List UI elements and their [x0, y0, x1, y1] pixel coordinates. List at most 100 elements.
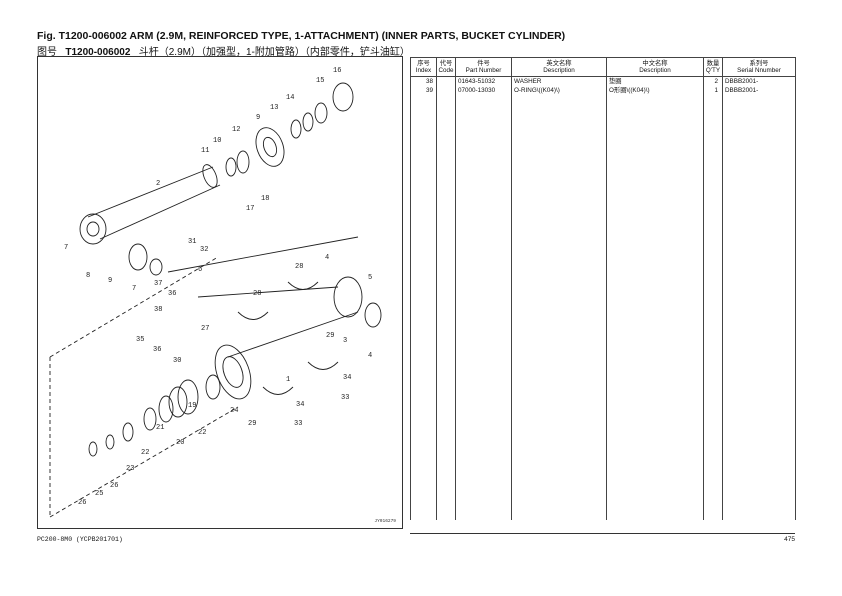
ring-7 [149, 258, 163, 276]
ring-22 [143, 407, 157, 431]
cell-qty: 2 [703, 76, 723, 86]
callout-36: 36 [168, 290, 176, 298]
rod-eye [79, 213, 107, 245]
callout-4: 4 [325, 254, 329, 262]
ring-14 [302, 112, 314, 132]
leader-line [49, 406, 239, 518]
callout-6: 6 [198, 266, 202, 274]
cell-qty: 1 [703, 86, 723, 95]
drawing-code: JY016279 [374, 519, 396, 524]
callout-17: 17 [246, 205, 254, 213]
callout-35: 35 [136, 336, 144, 344]
callout-18: 18 [261, 195, 269, 203]
parts-diagram: 16 15 14 13 9 12 10 11 2 18 17 7 8 9 31 … [37, 56, 403, 529]
cell-serial: DBBB2001- [722, 86, 796, 95]
callout-9: 9 [256, 114, 260, 122]
cylinder-head-bore [262, 136, 278, 158]
callout-25: 25 [95, 490, 103, 498]
callout-14: 14 [286, 94, 294, 102]
callout-7b: 7 [132, 285, 136, 293]
cylinder-eye [333, 276, 363, 318]
callout-15: 15 [316, 77, 324, 85]
cylinder-body-edge [227, 311, 359, 358]
callout-22b: 22 [141, 449, 149, 457]
arm-tube-edge [99, 184, 221, 240]
callout-34: 34 [343, 374, 351, 382]
cell-part-number: 07000-13030 [455, 86, 512, 95]
bushing-9 [128, 243, 148, 271]
figure-description-cn: 斗杆（2.9M）（加强型，1-附加管路）（内部零件，铲斗油缸） [138, 47, 410, 58]
callout-33: 33 [341, 394, 349, 402]
page-number: 475 [784, 536, 795, 543]
callout-28b: 28 [253, 290, 261, 298]
figure-code: T1200-006002 [65, 47, 131, 58]
page-title-en: Fig. T1200-006002 ARM (2.9M, REINFORCED … [37, 30, 566, 42]
cell-code [436, 76, 456, 86]
cell-code [436, 86, 456, 95]
leader-line [49, 256, 219, 358]
cell-description-cn: 垫圈 [606, 76, 704, 86]
callout-22: 22 [198, 429, 206, 437]
clamp-28 [287, 281, 319, 290]
pipe-27 [167, 236, 359, 273]
callout-13: 13 [270, 104, 278, 112]
ring-22b [205, 374, 221, 400]
cell-index: 39 [410, 86, 437, 95]
arm-tube-edge [87, 166, 214, 218]
table-row: 38 01643-51032 WASHER 垫圈 2 DBBB2001- [410, 76, 796, 86]
callout-20: 20 [176, 439, 184, 447]
callout-3: 3 [343, 337, 347, 345]
ring-26 [88, 441, 98, 457]
ring-12 [236, 150, 250, 174]
footer-rule [410, 533, 795, 534]
page-title-cn: 图号 T1200-006002 斗杆（2.9M）（加强型，1-附加管路）（内部零… [37, 43, 410, 58]
cell-description-en: O-RING\((K04)\) [511, 86, 607, 95]
clamp-28b [237, 311, 269, 320]
figure-label-cn: 图号 [37, 47, 57, 58]
callout-5: 5 [368, 274, 372, 282]
cell-part-number: 01643-51032 [455, 76, 512, 86]
table-row: 39 07000-13030 O-RING\((K04)\) O形圈\((K04… [410, 86, 796, 95]
callout-24: 24 [230, 407, 238, 415]
clamp-29 [307, 361, 339, 370]
cell-index: 38 [410, 76, 437, 86]
callout-33b: 33 [294, 420, 302, 428]
cell-description-cn: O形圈\((K04)\) [606, 86, 704, 95]
callout-32: 32 [200, 246, 208, 254]
callout-36b: 36 [153, 346, 161, 354]
ring-25 [105, 434, 115, 450]
cylinder-body-edge [197, 286, 339, 298]
callout-7: 7 [64, 244, 68, 252]
callout-34b: 34 [296, 401, 304, 409]
callout-11: 11 [201, 147, 209, 155]
rod-eye-bore [86, 221, 100, 237]
callout-37: 37 [154, 280, 162, 288]
callout-21: 21 [156, 424, 164, 432]
callout-29b: 29 [248, 420, 256, 428]
callout-16: 16 [333, 67, 341, 75]
callout-38: 38 [154, 306, 162, 314]
callout-12: 12 [232, 126, 240, 134]
callout-23: 23 [126, 465, 134, 473]
ring-13 [290, 119, 302, 139]
callout-26b: 26 [78, 499, 86, 507]
exploded-view-drawing: 16 15 14 13 9 12 10 11 2 18 17 7 8 9 31 … [49, 67, 382, 518]
callout-19: 19 [188, 402, 196, 410]
cell-description-en: WASHER [511, 76, 607, 86]
cell-serial: DBBB2001- [722, 76, 796, 86]
ring-16 [332, 82, 354, 112]
model-label: PC200-8M0 (YCPB201701) [37, 536, 123, 543]
cylinder-bottom-bore [222, 356, 244, 388]
ring-23 [122, 422, 134, 442]
clamp-29b [262, 386, 294, 395]
piston-20 [177, 379, 199, 415]
callout-9b: 9 [108, 277, 112, 285]
